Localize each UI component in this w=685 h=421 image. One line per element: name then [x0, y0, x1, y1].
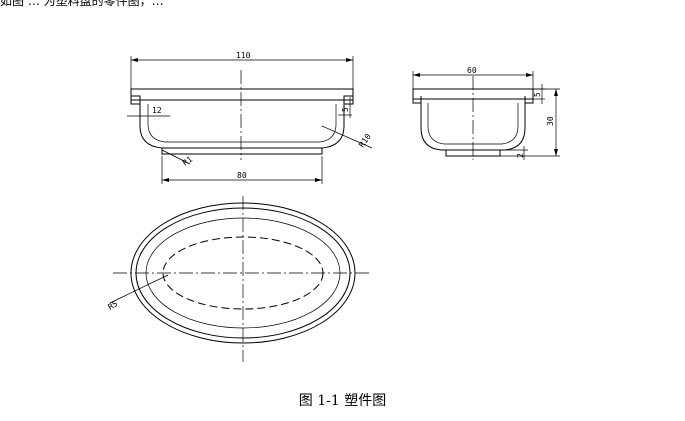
dim-text-80: 80 [237, 171, 247, 180]
header-text-fragment: 如图 … 为塑料盘的零件图，… [0, 0, 164, 8]
front-rim [130, 88, 354, 101]
arrow [346, 58, 353, 62]
dim-text-30: 30 [546, 116, 555, 126]
arrow [315, 178, 322, 182]
front-bowl-outer [139, 104, 345, 149]
dim-text-110: 110 [236, 51, 251, 60]
arrow [554, 149, 558, 156]
dim-text-r1: R1 [181, 155, 194, 168]
arrow [526, 73, 533, 77]
leader-r5 [109, 274, 169, 304]
dim-text-r10: R10 [357, 132, 373, 149]
dim-text-side-5: 5 [533, 92, 542, 97]
side-flange-right [524, 96, 534, 104]
dim-text-2: 2 [516, 153, 525, 158]
arrow [413, 73, 420, 77]
plan-view: R5 [107, 196, 370, 362]
arrow [554, 89, 558, 96]
dim-text-12: 12 [152, 106, 162, 115]
figure-caption: 图 1-1 塑件图 [298, 393, 387, 409]
arrow [162, 178, 169, 182]
front-foot-ring [161, 147, 323, 155]
leader-r10 [321, 125, 373, 149]
leader-r1 [161, 149, 191, 165]
front-bowl-inner [147, 104, 337, 143]
dim-text-60: 60 [467, 66, 477, 75]
arrow [131, 58, 138, 62]
dim-text-r5: R5 [107, 299, 120, 312]
front-section-view: 110 12 5 R10 R1 80 [127, 51, 373, 184]
side-view: 60 5 30 2 [412, 66, 560, 160]
dim-text-5: 5 [341, 107, 350, 112]
side-flange-left [412, 96, 422, 104]
